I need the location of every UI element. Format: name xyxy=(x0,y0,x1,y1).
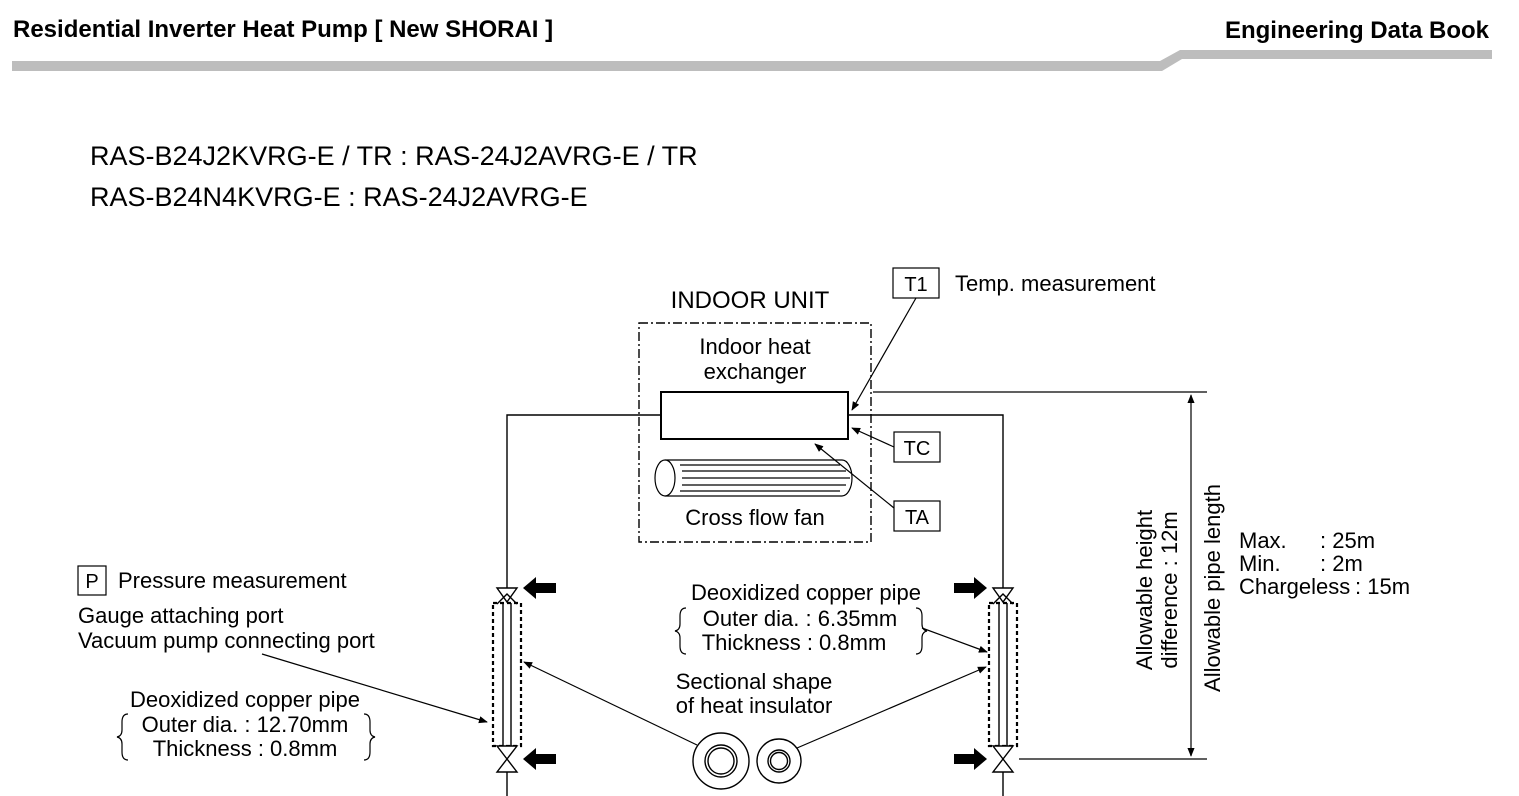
sensor-ta-box xyxy=(893,500,941,532)
model-list: RAS-B24J2KVRG-E / TR : RAS-24J2AVRG-E / … xyxy=(90,136,698,218)
insulator-leader-left xyxy=(523,661,698,746)
right-pipe-assembly xyxy=(987,587,1019,773)
insulator-label-2: of heat insulator xyxy=(676,693,833,718)
indoor-heat-exchanger xyxy=(660,391,849,440)
dimension-lines xyxy=(873,391,1207,760)
model-line-2: RAS-B24N4KVRG-E : RAS-24J2AVRG-E xyxy=(90,182,588,212)
chargeless-label: Chargeless xyxy=(1239,574,1350,599)
left-pipe-outer-dia: Outer dia. : 12.70mm xyxy=(142,712,349,737)
cross-flow-fan-label: Cross flow fan xyxy=(685,505,824,530)
insulator-leader-right xyxy=(796,666,987,749)
gauge-port-label: Gauge attaching port xyxy=(78,603,283,628)
cross-flow-fan-icon xyxy=(654,459,853,497)
insulator-section-icon xyxy=(692,732,802,790)
sensor-leader-lines xyxy=(814,297,917,509)
pressure-measurement-label: Pressure measurement xyxy=(118,568,347,593)
sensor-ta-label: TA xyxy=(905,507,930,529)
right-spec-bracket-left xyxy=(674,607,687,655)
insulator-label-1: Sectional shape xyxy=(676,669,833,694)
left-spec-bracket-right xyxy=(363,713,376,761)
flow-arrow-right-top xyxy=(954,577,987,599)
heat-exchanger-label-2: exchanger xyxy=(704,359,807,384)
left-pipe-title: Deoxidized copper pipe xyxy=(130,687,360,712)
heat-exchanger-label-1: Indoor heat xyxy=(699,334,810,359)
right-pipe-leader xyxy=(921,627,988,653)
right-pipe-title: Deoxidized copper pipe xyxy=(691,580,921,605)
temp-measurement-label: Temp. measurement xyxy=(955,271,1156,296)
right-pipe-outer-dia: Outer dia. : 6.35mm xyxy=(703,606,897,631)
height-difference-label-2: difference : 12m xyxy=(1157,511,1182,668)
min-label: Min. xyxy=(1239,551,1281,576)
left-pipe-assembly xyxy=(491,587,523,773)
sensor-p-box xyxy=(77,565,107,596)
indoor-unit-boundary xyxy=(638,322,872,543)
header-title: Residential Inverter Heat Pump [ New SHO… xyxy=(13,16,554,43)
vacuum-port-label: Vacuum pump connecting port xyxy=(78,628,375,653)
right-pipe-thickness: Thickness : 0.8mm xyxy=(702,630,887,655)
refrigerant-piping xyxy=(506,414,1004,796)
gauge-port-leader xyxy=(261,653,488,724)
flow-arrow-left-top xyxy=(523,577,556,599)
model-line-1: RAS-B24J2KVRG-E / TR : RAS-24J2AVRG-E / … xyxy=(90,141,698,171)
height-difference-label-1: Allowable height xyxy=(1132,510,1157,670)
flow-arrow-left-bottom xyxy=(523,748,556,770)
sensor-tc-label: TC xyxy=(904,438,931,460)
max-label: Max. xyxy=(1239,528,1287,553)
right-spec-bracket-right xyxy=(915,607,928,655)
header-book-title: Engineering Data Book xyxy=(1224,17,1489,44)
min-value: : 2m xyxy=(1320,551,1363,576)
left-pipe-thickness: Thickness : 0.8mm xyxy=(153,736,338,761)
max-value: : 25m xyxy=(1320,528,1375,553)
chargeless-value: : 15m xyxy=(1355,574,1410,599)
indoor-unit-label: INDOOR UNIT xyxy=(671,287,830,314)
pipe-length-label: Allowable pipe length xyxy=(1200,484,1225,692)
left-spec-bracket-left xyxy=(116,713,129,761)
flow-arrow-right-bottom xyxy=(954,748,987,770)
sensor-p-label: P xyxy=(85,571,98,593)
header-rule xyxy=(12,50,1492,71)
sensor-t1-label: T1 xyxy=(904,274,927,296)
